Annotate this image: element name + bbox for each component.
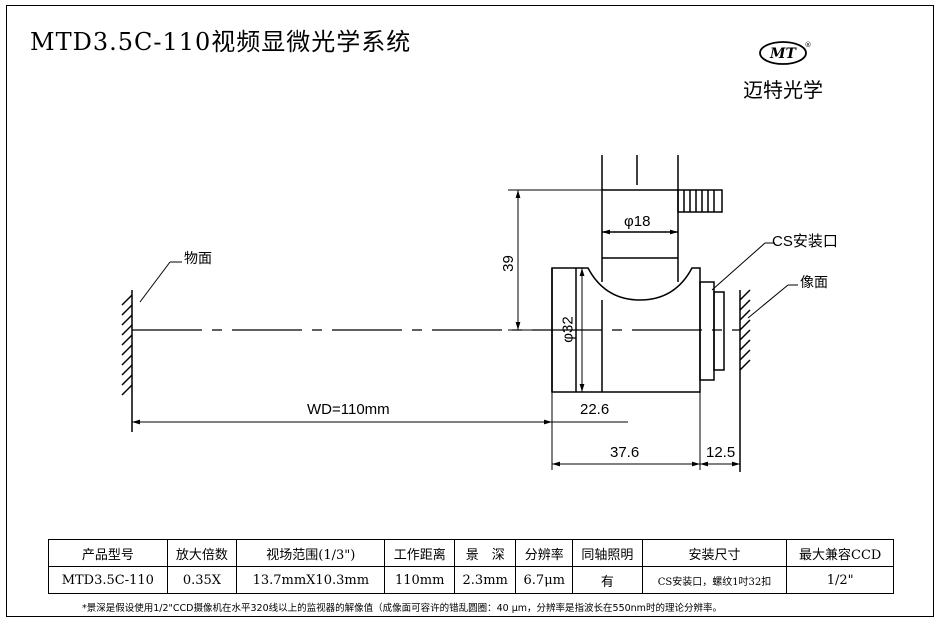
dim-22-6-label: 22.6: [580, 401, 610, 418]
dim-phi18-label: φ18: [624, 213, 651, 230]
object-plane: [121, 290, 133, 432]
dim-12-5-label: 12.5: [706, 444, 736, 461]
logo-text: MT: [769, 46, 797, 62]
image-plane-label: 像面: [800, 275, 828, 291]
mt-logo: MT ®: [759, 41, 812, 65]
dim-phi32-label: φ32: [559, 316, 577, 343]
dim-wd-label: WD=110mm: [307, 401, 390, 418]
value-depth-of-field: 2.3mm: [453, 566, 517, 594]
dim-37-6-label: 37.6: [610, 444, 640, 461]
header-field-of-view: 视场范围(1/3"): [236, 539, 386, 567]
footnote: *景深是假设使用1/2"CCD摄像机在水平320线以上的监视器的解像值（成像面可…: [82, 603, 722, 614]
value-mount-size: CS安装口，螺纹1吋32扣: [641, 566, 788, 594]
value-model: MTD3.5C-110: [48, 566, 168, 594]
spec-table: 产品型号 放大倍数 视场范围(1/3") 工作距离 景 深 分辨率 同轴照明 安…: [48, 539, 894, 594]
dim-height: [508, 189, 602, 331]
spec-value-row: MTD3.5C-110 0.35X 13.7mmX10.3mm 110mm 2.…: [48, 566, 894, 594]
drawing-frame: [6, 5, 934, 617]
header-depth-of-field: 景 深: [453, 539, 517, 567]
header-mount-size: 安装尺寸: [641, 539, 788, 567]
header-resolution: 分辨率: [515, 539, 574, 567]
image-plane-leader: [747, 284, 798, 319]
page-title: MTD3.5C-110视频显微光学系统: [30, 28, 412, 56]
header-working-distance: 工作距离: [384, 539, 455, 567]
spec-header-row: 产品型号 放大倍数 视场范围(1/3") 工作距离 景 深 分辨率 同轴照明 安…: [48, 539, 894, 567]
object-plane-label: 物面: [184, 251, 212, 267]
value-magnification: 0.35X: [166, 566, 238, 594]
value-max-ccd: 1/2": [786, 566, 894, 594]
header-max-ccd: 最大兼容CCD: [786, 539, 894, 567]
image-plane: [739, 289, 751, 472]
lens-body: [551, 155, 725, 393]
mount-leader: [711, 242, 775, 291]
brand-name: 迈特光学: [743, 78, 823, 102]
value-coaxial-illumination: 有: [572, 566, 643, 594]
dim-wd: [132, 392, 553, 470]
value-working-distance: 110mm: [384, 566, 455, 594]
value-resolution: 6.7μm: [515, 566, 574, 594]
dim-22-6: [552, 392, 701, 470]
object-plane-leader: [139, 261, 182, 303]
header-magnification: 放大倍数: [166, 539, 238, 567]
header-model: 产品型号: [48, 539, 168, 567]
header-coaxial-illumination: 同轴照明: [572, 539, 643, 567]
dim-height-label: 39: [499, 255, 517, 272]
mount-label: CS安装口: [772, 233, 838, 250]
registered-mark: ®: [805, 41, 812, 49]
value-field-of-view: 13.7mmX10.3mm: [236, 566, 386, 594]
